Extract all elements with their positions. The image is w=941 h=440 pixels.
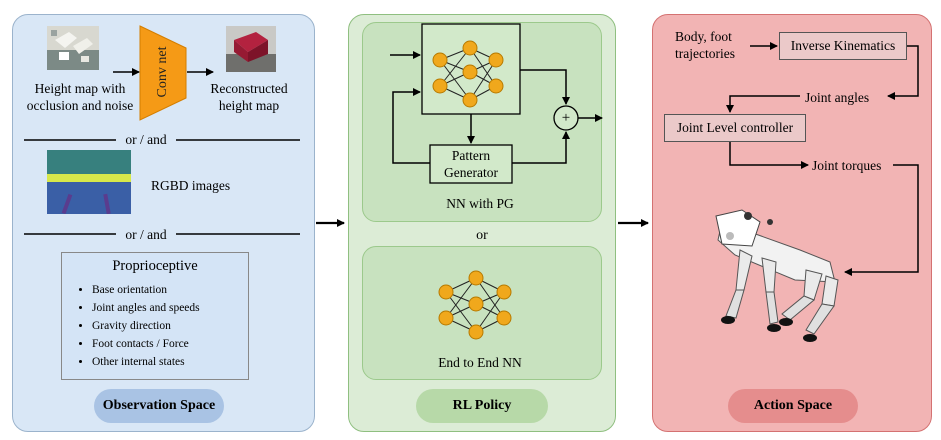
- proprioceptive-item: Joint angles and speeds: [92, 299, 248, 317]
- rgbd-label: RGBD images: [151, 178, 231, 193]
- proprioceptive-item: Gravity direction: [92, 317, 248, 335]
- conv-net-label: Conv net: [155, 46, 170, 98]
- height-map-label: Height map with occlusion and noise: [26, 81, 134, 113]
- or-and-divider-2: or / and: [125, 227, 167, 242]
- plus-symbol: +: [561, 110, 571, 126]
- action-space-panel: [652, 14, 932, 432]
- or-and-divider-1: or / and: [125, 132, 167, 147]
- joint-torques-label: Joint torques: [812, 158, 882, 173]
- height-map-image: [47, 26, 99, 70]
- joint-angles-label: Joint angles: [805, 90, 870, 105]
- observation-space-title: Observation Space: [94, 389, 224, 423]
- action-space-title: Action Space: [728, 389, 858, 423]
- joint-controller-box: Joint Level controller: [664, 114, 806, 142]
- nn-with-pg-label: NN with PG: [446, 196, 514, 211]
- reconstructed-map-image: [226, 26, 276, 72]
- reconstructed-label: Reconstructed height map: [210, 81, 288, 113]
- or-label: or: [476, 228, 488, 243]
- inverse-kinematics-box: Inverse Kinematics: [779, 32, 907, 60]
- proprioceptive-item: Foot contacts / Force: [92, 335, 248, 353]
- proprioceptive-title: Proprioceptive: [112, 258, 198, 274]
- rgbd-image: [47, 150, 131, 214]
- proprioceptive-item: Base orientation: [92, 281, 248, 299]
- end-to-end-label: End to End NN: [438, 355, 522, 370]
- proprioceptive-item: Other internal states: [92, 353, 248, 371]
- body-foot-label: Body, foot trajectories: [675, 29, 735, 61]
- rl-policy-title: RL Policy: [416, 389, 548, 423]
- proprioceptive-box: Proprioceptive Base orientationJoint ang…: [61, 252, 249, 380]
- pattern-generator-label: Pattern Generator: [444, 148, 498, 180]
- proprioceptive-list: Base orientationJoint angles and speedsG…: [62, 281, 248, 371]
